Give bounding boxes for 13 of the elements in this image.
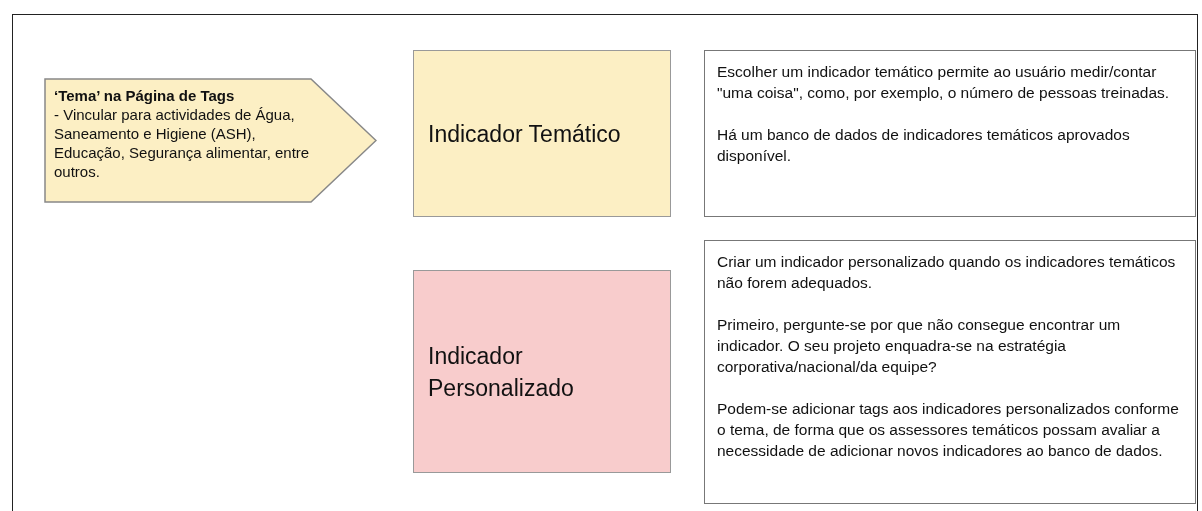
description-box bbox=[704, 50, 1196, 217]
description-text: Há um banco de dados de indicadores temáticos aprovados disponível. bbox=[717, 125, 1131, 166]
heading-text: ‘Tema’ na Página de Tags bbox=[54, 86, 236, 105]
description-text: Escolher um indicador temático permite ao usuário medir/contar "uma coisa", como, por exemplo, o número de pessoas treinadas. bbox=[717, 62, 1171, 103]
indicator-box bbox=[413, 50, 671, 217]
indicator-box bbox=[413, 270, 671, 473]
body-text: - Vincular para actividades de Água, Saneamento e Higiene (ASH), Educação, Segurança alimentar, entre outros. bbox=[54, 105, 311, 181]
box-title: Indicador Personalizado bbox=[428, 341, 575, 403]
description-text: Criar um indicador personalizado quando os indicadores temáticos não forem adequados. bbox=[717, 252, 1177, 293]
description-box bbox=[704, 240, 1196, 504]
box-title: Indicador Temático bbox=[428, 119, 621, 149]
description-text: Podem-se adicionar tags aos indicadores personalizados conforme o tema, de forma que os assessores temáticos possam avaliar a necessidade de adicionar novos indicadores ao banco de dados. bbox=[717, 399, 1180, 461]
description-text: Primeiro, pergunte-se por que não consegue encontrar um indicador. O seu projeto enquadra-se na estratégia corporativa/nacional/da equipe? bbox=[717, 315, 1122, 377]
